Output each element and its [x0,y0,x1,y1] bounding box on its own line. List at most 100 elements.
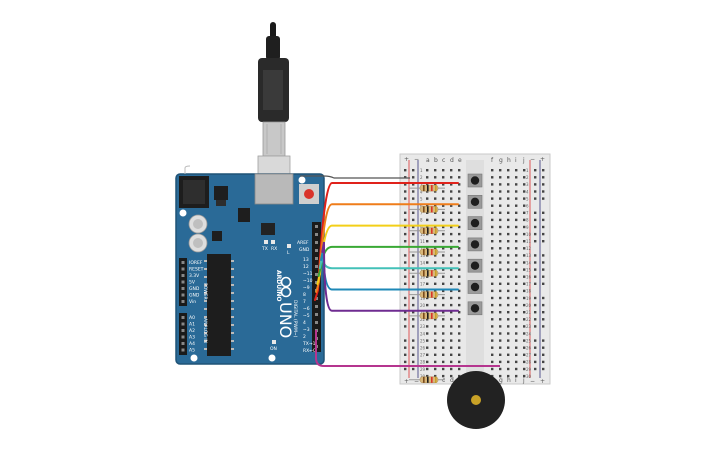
breadboard-hole[interactable] [523,268,526,271]
breadboard-hole[interactable] [499,374,502,378]
breadboard-hole[interactable] [507,367,510,371]
breadboard-hole[interactable] [450,169,453,172]
rail-hole[interactable] [412,261,415,264]
breadboard-hole[interactable] [434,346,437,349]
breadboard-hole[interactable] [442,275,445,278]
breadboard-hole[interactable] [523,211,526,214]
header-pin[interactable] [315,273,318,276]
breadboard-hole[interactable] [434,240,437,243]
rail-hole[interactable] [534,211,537,214]
breadboard-hole[interactable] [491,190,494,193]
breadboard-hole[interactable] [499,318,502,321]
breadboard-hole[interactable] [491,204,494,207]
breadboard-hole[interactable] [442,247,445,250]
rail-hole[interactable] [404,169,407,172]
breadboard-hole[interactable] [434,183,437,186]
breadboard-hole[interactable] [491,232,494,236]
breadboard-hole[interactable] [515,311,518,314]
breadboard-hole[interactable] [442,346,445,349]
breadboard-hole[interactable] [450,360,453,364]
breadboard-hole[interactable] [458,339,461,342]
breadboard-hole[interactable] [491,197,494,200]
ground-wire[interactable] [300,175,410,179]
rail-hole[interactable] [534,240,537,243]
header-pin[interactable] [181,280,185,284]
breadboard-hole[interactable] [434,232,437,236]
rail-hole[interactable] [412,311,415,314]
breadboard-hole[interactable] [458,247,461,250]
breadboard-hole[interactable] [515,346,518,349]
breadboard-hole[interactable] [507,261,510,264]
breadboard-hole[interactable] [442,176,445,179]
breadboard-hole[interactable] [426,367,429,371]
breadboard-hole[interactable] [434,296,437,300]
header-pin[interactable] [181,316,185,319]
breadboard-hole[interactable] [507,218,510,222]
breadboard-hole[interactable] [491,346,494,349]
breadboard-hole[interactable] [523,247,526,250]
rail-hole[interactable] [542,197,545,200]
breadboard-hole[interactable] [523,204,526,207]
breadboard-hole[interactable] [458,268,461,271]
breadboard-hole[interactable] [442,225,445,229]
rail-hole[interactable] [404,240,407,243]
breadboard-hole[interactable] [523,190,526,193]
push-button[interactable] [467,258,483,273]
breadboard-hole[interactable] [426,183,429,186]
header-pin[interactable] [181,335,185,339]
breadboard-hole[interactable] [442,261,445,264]
breadboard-hole[interactable] [491,261,494,264]
breadboard-hole[interactable] [442,367,445,371]
breadboard-hole[interactable] [515,303,518,307]
rail-hole[interactable] [542,367,545,371]
breadboard-hole[interactable] [499,275,502,278]
breadboard-hole[interactable] [515,204,518,207]
breadboard-hole[interactable] [426,268,429,271]
breadboard-hole[interactable] [442,183,445,186]
breadboard-hole[interactable] [523,318,526,321]
header-pin[interactable] [315,257,318,260]
breadboard-hole[interactable] [442,339,445,342]
breadboard-hole[interactable] [450,282,453,285]
breadboard-hole[interactable] [426,197,429,200]
breadboard-hole[interactable] [499,204,502,207]
breadboard-hole[interactable] [491,318,494,321]
breadboard-hole[interactable] [426,303,429,307]
breadboard-hole[interactable] [458,240,461,243]
breadboard-hole[interactable] [442,374,445,378]
breadboard-hole[interactable] [450,332,453,335]
breadboard-hole[interactable] [515,374,518,378]
breadboard-hole[interactable] [426,211,429,214]
breadboard-hole[interactable] [426,190,429,193]
header-pin[interactable] [315,281,318,284]
breadboard-hole[interactable] [499,176,502,179]
rail-hole[interactable] [534,183,537,186]
breadboard-hole[interactable] [434,353,437,356]
breadboard-hole[interactable] [491,339,494,342]
breadboard-hole[interactable] [523,282,526,285]
breadboard-hole[interactable] [458,218,461,222]
breadboard-hole[interactable] [426,289,429,293]
breadboard-hole[interactable] [491,325,494,328]
breadboard-hole[interactable] [507,204,510,207]
rail-hole[interactable] [412,282,415,285]
breadboard-hole[interactable] [434,197,437,200]
header-pin[interactable] [181,261,185,264]
breadboard-hole[interactable] [499,367,502,371]
breadboard-hole[interactable] [507,346,510,349]
breadboard-hole[interactable] [458,211,461,214]
breadboard-hole[interactable] [426,254,429,257]
breadboard-hole[interactable] [523,296,526,300]
breadboard-hole[interactable] [523,303,526,307]
breadboard-hole[interactable] [523,311,526,314]
breadboard-hole[interactable] [434,318,437,321]
breadboard-hole[interactable] [458,353,461,356]
breadboard-hole[interactable] [458,303,461,307]
rail-hole[interactable] [534,232,537,236]
rail-hole[interactable] [542,169,545,172]
breadboard-hole[interactable] [507,169,510,172]
rail-hole[interactable] [404,296,407,300]
rail-hole[interactable] [542,346,545,349]
rail-hole[interactable] [542,176,545,179]
breadboard-hole[interactable] [515,268,518,271]
